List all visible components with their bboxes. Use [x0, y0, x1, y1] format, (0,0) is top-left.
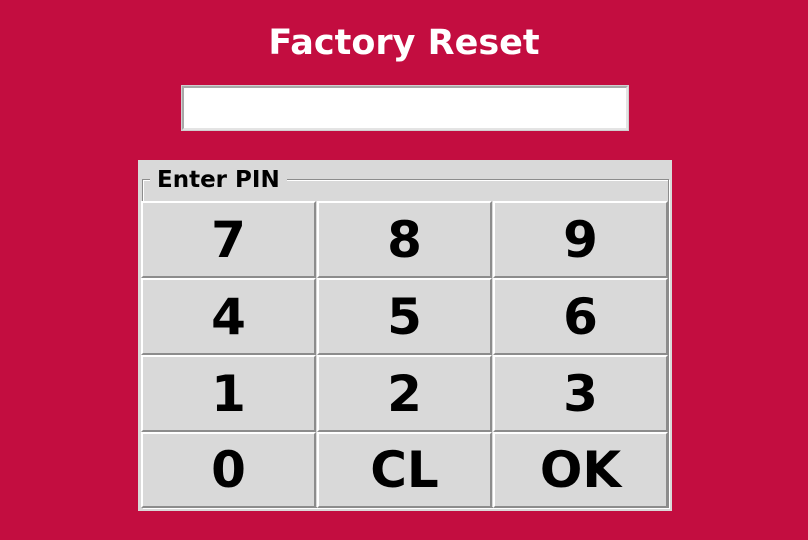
page-title: Factory Reset	[268, 23, 540, 63]
ok-button[interactable]: OK	[493, 432, 668, 508]
key-1-button[interactable]: 1	[141, 355, 316, 432]
clear-button[interactable]: CL	[317, 432, 492, 508]
keypad: 7 8 9 4 5 6 1 2 3 0 CL OK	[141, 201, 669, 508]
key-3-button[interactable]: 3	[493, 355, 668, 432]
key-9-button[interactable]: 9	[493, 201, 668, 278]
key-0-button[interactable]: 0	[141, 432, 316, 508]
frame-label: Enter PIN	[150, 162, 287, 198]
key-5-button[interactable]: 5	[317, 278, 492, 355]
pin-input[interactable]	[181, 85, 629, 131]
key-2-button[interactable]: 2	[317, 355, 492, 432]
key-4-button[interactable]: 4	[141, 278, 316, 355]
key-7-button[interactable]: 7	[141, 201, 316, 278]
key-8-button[interactable]: 8	[317, 201, 492, 278]
key-6-button[interactable]: 6	[493, 278, 668, 355]
